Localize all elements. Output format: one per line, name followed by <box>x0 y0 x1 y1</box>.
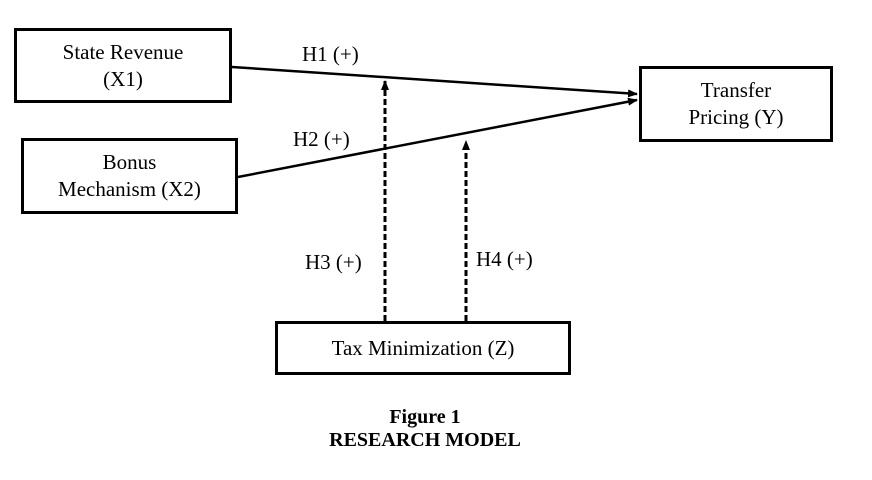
figure-title: RESEARCH MODEL <box>329 429 521 451</box>
state-revenue-label-line2: (X1) <box>103 66 143 91</box>
transfer-pricing-box: Transfer Pricing (Y) <box>639 66 833 142</box>
transfer-pricing-label-line2: Pricing (Y) <box>688 105 784 129</box>
h2-label: H2 (+) <box>293 127 350 151</box>
state-revenue-label-line1: State Revenue <box>62 39 184 64</box>
h1-label: H1 (+) <box>302 42 359 66</box>
state-revenue-box: State Revenue (X1) <box>14 28 232 103</box>
h4-label: H4 (+) <box>476 247 533 271</box>
tax-minimization-box: Tax Minimization (Z) <box>275 321 571 375</box>
tax-minimization-label: Tax Minimization (Z) <box>331 335 515 360</box>
bonus-mechanism-label-line1: Bonus <box>102 150 157 174</box>
transfer-pricing-label-line1: Transfer <box>700 78 772 102</box>
h2-arrow <box>237 97 638 179</box>
bonus-mechanism-box: Bonus Mechanism (X2) <box>21 138 238 214</box>
figure-number: Figure 1 <box>389 406 461 428</box>
bonus-mechanism-label-line2: Mechanism (X2) <box>58 177 201 201</box>
h3-label: H3 (+) <box>305 250 362 274</box>
h1-arrow <box>231 65 638 98</box>
